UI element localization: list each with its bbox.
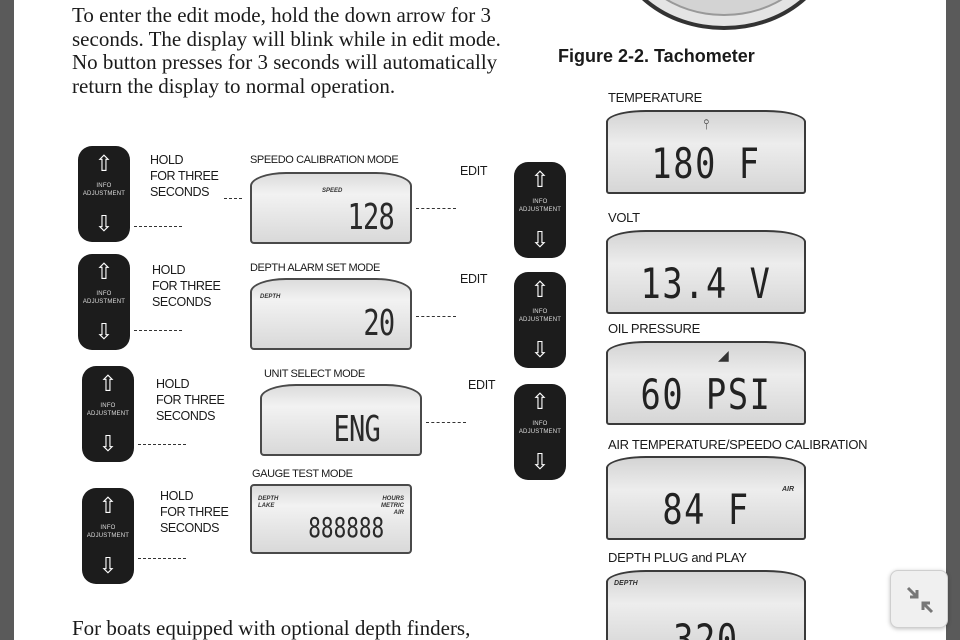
gauge-label-oil-pressure: OIL PRESSURE (608, 321, 700, 336)
tachometer-gauge-image (614, 0, 834, 30)
lcd-value: ENG (333, 410, 380, 450)
up-arrow-icon: ⇧ (82, 494, 134, 518)
mode-label: UNIT SELECT MODE (264, 368, 365, 380)
gauge-oil-pressure: ◢ 60 PSI (606, 341, 806, 425)
gauge-label-depth: DEPTH PLUG and PLAY (608, 550, 747, 565)
gauge-value: 84 F (628, 484, 785, 536)
lcd-display: ENG (260, 384, 422, 456)
thermometer-icon: ⫯ (608, 116, 804, 133)
gauge-volt: 13.4 V (606, 230, 806, 314)
gauge-value: 13.4 V (628, 258, 785, 310)
footer-paragraph: For boats equipped with optional depth f… (72, 617, 542, 640)
lcd-value: 888888 (308, 508, 384, 548)
up-arrow-icon: ⇧ (514, 168, 566, 192)
mode-label: SPEEDO CALIBRATION MODE (250, 154, 398, 166)
lcd-display: DEPTH LAKE HOURS METRIC AIR 888888 (250, 484, 412, 554)
oil-can-icon: ◢ (718, 347, 729, 364)
collapse-fullscreen-button[interactable] (890, 570, 948, 628)
up-arrow-icon: ⇧ (514, 278, 566, 302)
lcd-display: DEPTH 20 (250, 278, 412, 350)
gauge-value: 60 PSI (628, 369, 785, 421)
collapse-arrows-icon (905, 585, 935, 615)
lcd-value: 20 (363, 304, 394, 344)
up-arrow-icon: ⇧ (78, 260, 130, 284)
down-arrow-icon: ⇩ (82, 432, 134, 456)
intro-line: No button presses for 3 seconds will aut… (72, 51, 542, 75)
lcd-display: SPEED 128 (250, 172, 412, 244)
edit-label: EDIT (460, 272, 487, 286)
intro-paragraph: To enter the edit mode, hold the down ar… (72, 4, 542, 98)
gauge-air-temperature: AIR 84 F (606, 456, 806, 540)
gauge-value: 180 F (628, 138, 785, 190)
manual-page: To enter the edit mode, hold the down ar… (14, 0, 946, 640)
gauge-label-volt: VOLT (608, 210, 640, 225)
lcd-value: 128 (347, 198, 394, 238)
down-arrow-icon: ⇩ (82, 554, 134, 578)
gauge-label-temperature: TEMPERATURE (608, 90, 702, 105)
down-arrow-icon: ⇩ (514, 228, 566, 252)
up-arrow-icon: ⇧ (78, 152, 130, 176)
gauge-temperature: ⫯ 180 F (606, 110, 806, 194)
edit-label: EDIT (460, 164, 487, 178)
edit-label: EDIT (468, 378, 495, 392)
down-arrow-icon: ⇩ (514, 338, 566, 362)
intro-line: return the display to normal operation. (72, 75, 542, 99)
gauge-depth: DEPTH 320 (606, 570, 806, 640)
up-arrow-icon: ⇧ (82, 372, 134, 396)
up-arrow-icon: ⇧ (514, 390, 566, 414)
figure-caption: Figure 2-2. Tachometer (558, 46, 755, 67)
mode-label: GAUGE TEST MODE (252, 468, 353, 480)
gauge-label-air-temp: AIR TEMPERATURE/SPEEDO CALIBRATION (608, 437, 867, 452)
mode-label: DEPTH ALARM SET MODE (250, 262, 380, 274)
down-arrow-icon: ⇩ (78, 320, 130, 344)
intro-line: To enter the edit mode, hold the down ar… (72, 4, 542, 28)
gauge-value: 320 (628, 614, 785, 640)
intro-line: seconds. The display will blink while in… (72, 28, 542, 52)
down-arrow-icon: ⇩ (78, 212, 130, 236)
